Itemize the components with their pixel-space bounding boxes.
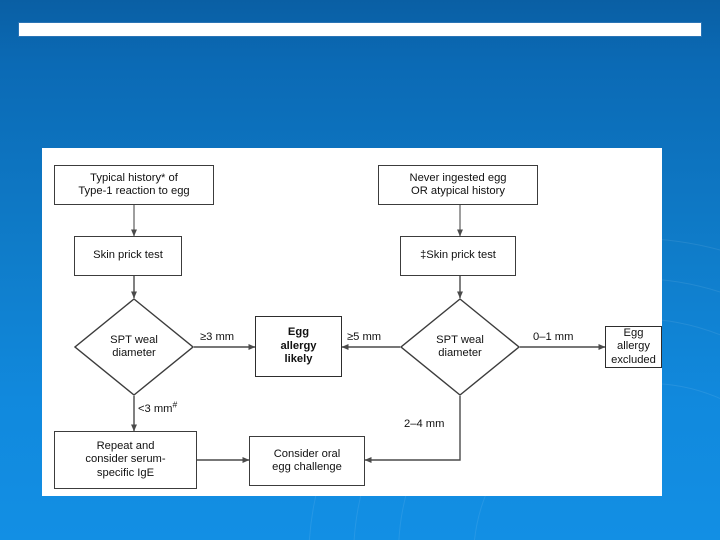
node-skin-prick-test-left-label: Skin prick test [93, 249, 163, 262]
node-egg-allergy-likely-label: Egg allergy likely [280, 326, 317, 366]
node-never-ingested-egg[interactable]: Never ingested egg OR atypical history [378, 165, 538, 205]
decision-spt-weal-diameter-right-label: SPT weal diameter [436, 333, 484, 359]
edge-label-ge-3mm: ≥3 mm [200, 331, 235, 343]
edge-label-ge-5mm: ≥5 mm [347, 331, 382, 343]
node-egg-allergy-likely[interactable]: Egg allergy likely [255, 316, 342, 377]
node-skin-prick-test-right[interactable]: ‡Skin prick test [400, 236, 516, 276]
decision-spt-weal-diameter-right[interactable]: SPT weal diameter [400, 298, 520, 396]
flowchart-surface: Typical history* of Type-1 reaction to e… [42, 148, 662, 496]
flowchart-connectors [131, 205, 606, 463]
edge-label-0-1mm: 0–1 mm [533, 331, 574, 343]
node-egg-allergy-excluded[interactable]: Egg allergy excluded [605, 326, 662, 368]
figure-caption-box [18, 22, 702, 37]
node-repeat-serum-specific-ige[interactable]: Repeat and consider serum- specific IgE [54, 431, 197, 489]
node-skin-prick-test-left[interactable]: Skin prick test [74, 236, 182, 276]
edge-label-2-4mm: 2–4 mm [404, 418, 445, 430]
decision-spt-weal-diameter-left[interactable]: SPT weal diameter [74, 298, 194, 396]
figure-panel: Typical history* of Type-1 reaction to e… [42, 148, 662, 496]
node-typical-history[interactable]: Typical history* of Type-1 reaction to e… [54, 165, 214, 205]
node-egg-allergy-excluded-label: Egg allergy excluded [611, 326, 656, 366]
diamond-shape-icon [400, 298, 520, 396]
diamond-shape-icon [74, 298, 194, 396]
node-never-ingested-egg-label: Never ingested egg OR atypical history [409, 171, 507, 197]
edge-label-lt-3mm: <3 mm# [138, 399, 178, 416]
edge-label-lt-3mm-text: <3 mm# [138, 399, 178, 415]
node-typical-history-label: Typical history* of Type-1 reaction to e… [78, 171, 190, 197]
node-repeat-serum-specific-ige-label: Repeat and consider serum- specific IgE [85, 439, 166, 479]
node-skin-prick-test-right-label: ‡Skin prick test [420, 249, 496, 262]
node-consider-oral-egg-challenge-label: Consider oral egg challenge [272, 447, 342, 473]
decision-spt-weal-diameter-left-label: SPT weal diameter [110, 333, 158, 359]
node-consider-oral-egg-challenge[interactable]: Consider oral egg challenge [249, 436, 365, 486]
